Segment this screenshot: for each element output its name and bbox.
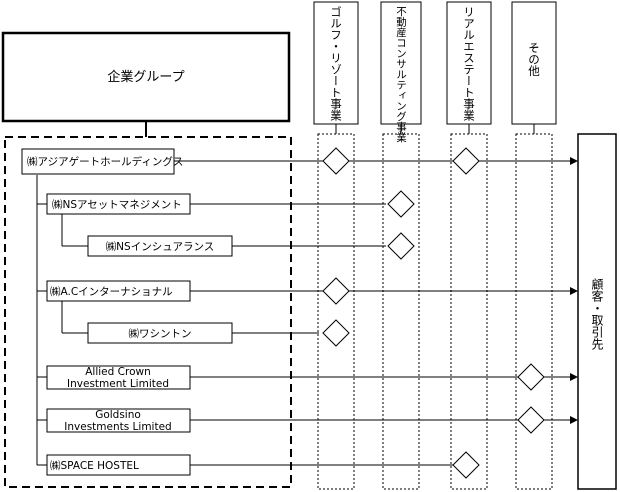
company-name: ㈱NSアセットマネジメント: [52, 199, 182, 211]
company-box: [21, 148, 175, 175]
column-header-box: [511, 1, 557, 125]
diamond-marker: [387, 232, 415, 260]
diamond-marker: [452, 451, 480, 479]
diamond-marker: [517, 406, 545, 434]
customers-label: 顧客・取引先: [590, 277, 604, 351]
column-header-box: [380, 1, 422, 125]
diamond-marker: [517, 363, 545, 391]
group-box: [1, 31, 291, 123]
company-allied-crown-investment: Allied Crown Investment Limited: [46, 365, 191, 390]
diamond-marker: [322, 319, 350, 347]
diamond-marker: [387, 190, 415, 218]
company-name: ㈱NSインシュアランス: [106, 241, 215, 253]
column-dashed-lane: [450, 133, 488, 490]
flow-lines: [174, 157, 578, 466]
segment-column-real-estate: リアルエステート事業: [446, 1, 492, 490]
company-name-line-2: Investments Limited: [64, 421, 171, 433]
diamond-marker: [322, 277, 350, 305]
segment-column-real-estate-consulting: 不動産コンサルティング事業: [380, 1, 422, 490]
customers-box: [577, 133, 617, 490]
company-goldsino-investments: Goldsino Investments Limited: [46, 408, 191, 433]
company-name-line-1: Allied Crown: [85, 366, 150, 378]
company-ac-international: ㈱A.Cインターナショナル: [46, 280, 191, 302]
segment-column-golf-resort: ゴルフ・リゾート事業: [313, 1, 359, 490]
company-name-line-2: Investment Limited: [67, 378, 169, 390]
diamond-marker: [452, 147, 480, 175]
company-washington: ㈱ワシントン: [87, 322, 233, 344]
column-header-label: 不動産コンサルティング事業: [395, 6, 407, 143]
company-space-hostel: ㈱SPACE HOSTEL: [46, 454, 191, 476]
company-asia-gate-holdings: ㈱アジアゲートホールディングス: [21, 148, 183, 175]
column-dashed-lane: [515, 133, 553, 490]
segment-column-other: その他: [511, 1, 557, 490]
group-dashed-boundary: [4, 136, 292, 488]
company-name: ㈱A.Cインターナショナル: [50, 286, 173, 298]
column-dashed-lane: [317, 133, 355, 490]
company-ns-insurance: ㈱NSインシュアランス: [87, 235, 233, 257]
company-name-line-1: Goldsino: [95, 409, 141, 421]
column-header-box: [313, 1, 359, 125]
segment-markers: [322, 147, 545, 479]
company-ns-asset-management: ㈱NSアセットマネジメント: [46, 193, 191, 215]
diamond-marker: [322, 147, 350, 175]
company-name: ㈱ワシントン: [129, 328, 192, 340]
company-name: ㈱SPACE HOSTEL: [50, 460, 139, 472]
column-header-label: その他: [527, 42, 541, 77]
column-header-label: ゴルフ・リゾート事業: [329, 5, 343, 121]
group-title: 企業グループ: [107, 69, 184, 85]
tree-connectors: [36, 175, 88, 466]
column-dashed-lane: [382, 133, 420, 490]
column-header-label: リアルエステート事業: [462, 6, 476, 121]
company-name: ㈱アジアゲートホールディングス: [27, 155, 183, 168]
